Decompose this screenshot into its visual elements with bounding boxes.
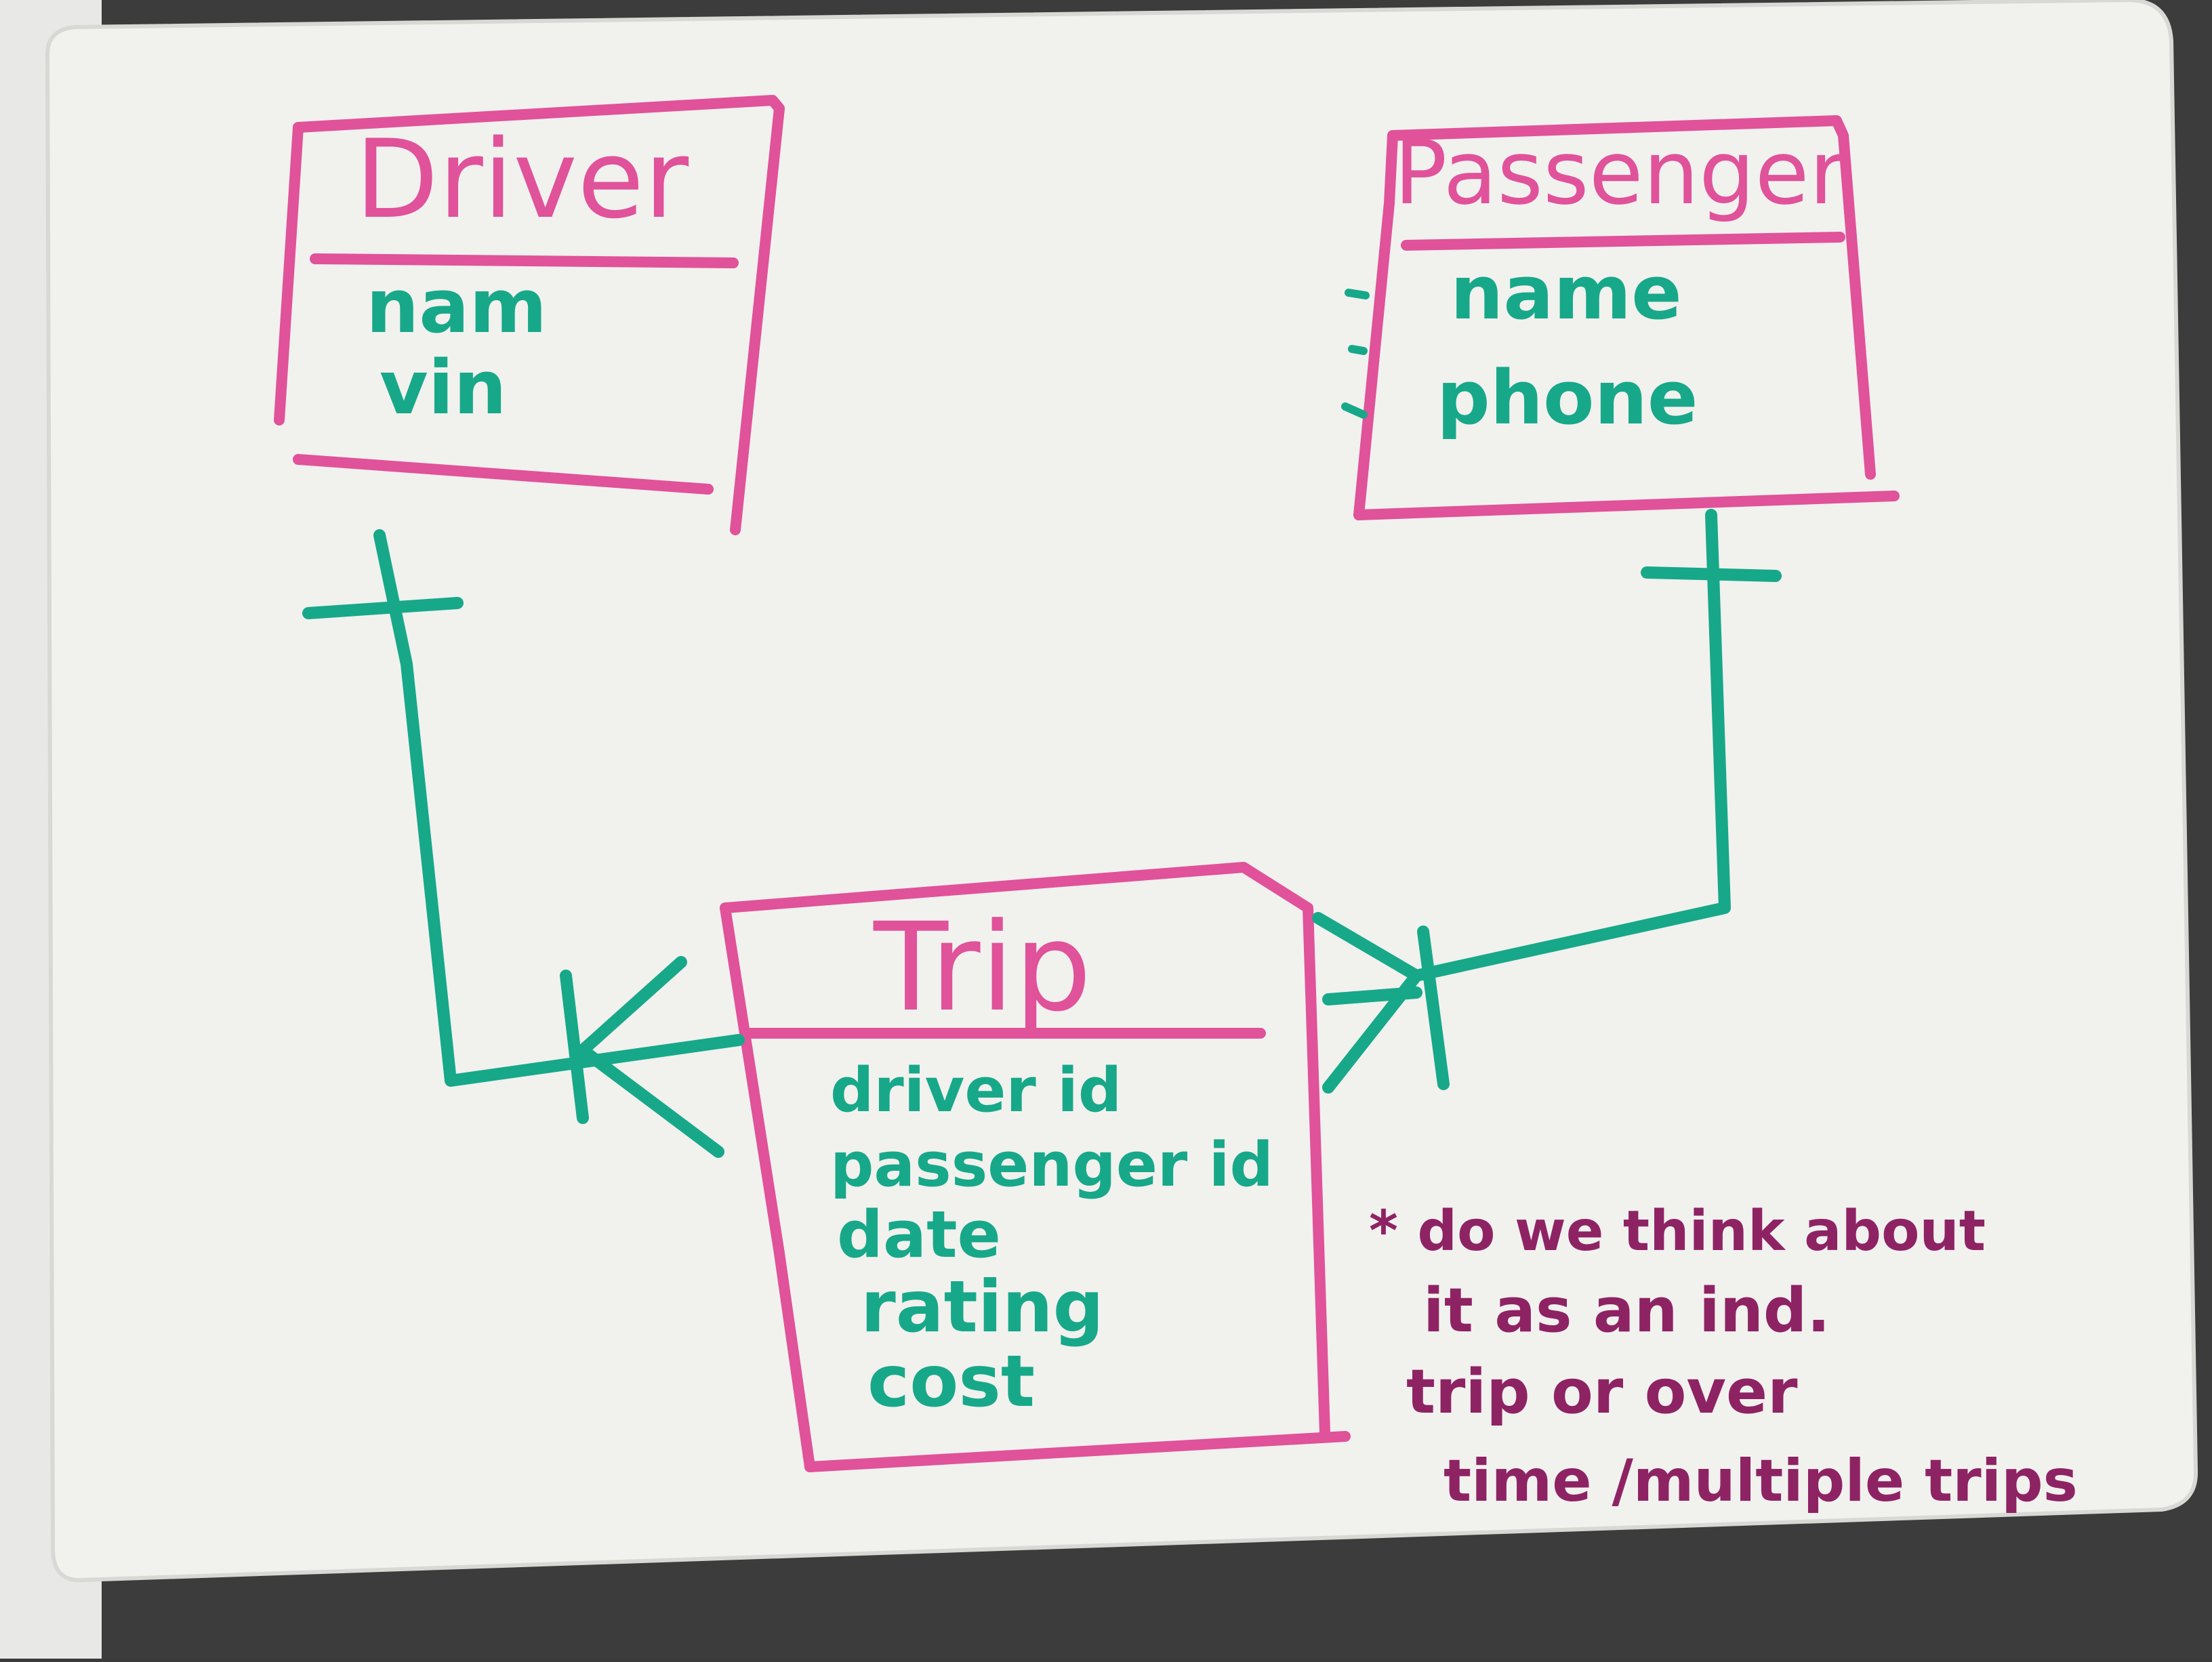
trip-crowfoot-right-mid — [1322, 986, 1422, 1005]
trip-attr-3: date — [837, 1198, 1001, 1272]
relationship-driver-trip — [302, 529, 745, 1158]
trip-box-bottom — [804, 1431, 1351, 1472]
driver-title: Driver — [355, 116, 689, 243]
trip-crowfoot-left — [577, 956, 724, 1158]
note-line-1: * do we think about — [1369, 1199, 1986, 1264]
driver-box-top-right — [293, 95, 785, 535]
trip-attr-5: cost — [867, 1340, 1035, 1423]
trip-attr-4: rating — [861, 1266, 1104, 1348]
side-note: * do we think about it as an ind. trip o… — [1369, 1199, 2078, 1515]
passenger-box-left — [1353, 130, 1398, 520]
trip-box-left — [720, 902, 815, 1472]
note-line-3: trip or over — [1406, 1356, 1798, 1428]
trip-attr-2: passenger id — [830, 1129, 1273, 1201]
mark-3 — [1341, 402, 1368, 419]
trip-title: Trip — [873, 897, 1092, 1039]
driver-attr-2: vin — [380, 344, 507, 431]
passenger-trip-line — [1410, 509, 1731, 982]
passenger-title-divider — [1401, 232, 1845, 251]
relationship-passenger-trip — [1312, 509, 1782, 1094]
driver-title-divider — [310, 253, 739, 268]
driver-attr-1: nam — [366, 263, 547, 350]
driver-entity — [274, 95, 785, 535]
passenger-box-bottom — [1353, 491, 1900, 520]
driver-box-left — [274, 122, 304, 425]
trip-box-top-right — [720, 862, 1330, 1438]
passenger-attr-2: phone — [1437, 354, 1698, 441]
passenger-attr-1: name — [1450, 249, 1682, 336]
whiteboard-surface — [45, 0, 2198, 1583]
note-line-2: it as an ind. — [1423, 1275, 1830, 1346]
passenger-entity — [1353, 115, 1900, 520]
passenger-box-top-right — [1387, 115, 1876, 480]
trip-many-bar — [560, 970, 589, 1124]
driver-methods-divider — [293, 454, 714, 495]
mark-1 — [1345, 289, 1370, 299]
passenger-title: Passenger — [1394, 121, 1846, 224]
note-line-4: time /multiple trips — [1443, 1447, 2078, 1515]
passenger-one-bar — [1641, 566, 1782, 582]
trip-many-bar-right — [1417, 926, 1450, 1090]
passenger-side-marks — [1341, 289, 1370, 419]
trip-attr-1: driver id — [830, 1055, 1122, 1126]
trip-crowfoot-right — [1312, 912, 1422, 1094]
driver-one-bar — [302, 597, 464, 619]
mark-2 — [1348, 345, 1368, 355]
trip-entity — [720, 862, 1351, 1472]
